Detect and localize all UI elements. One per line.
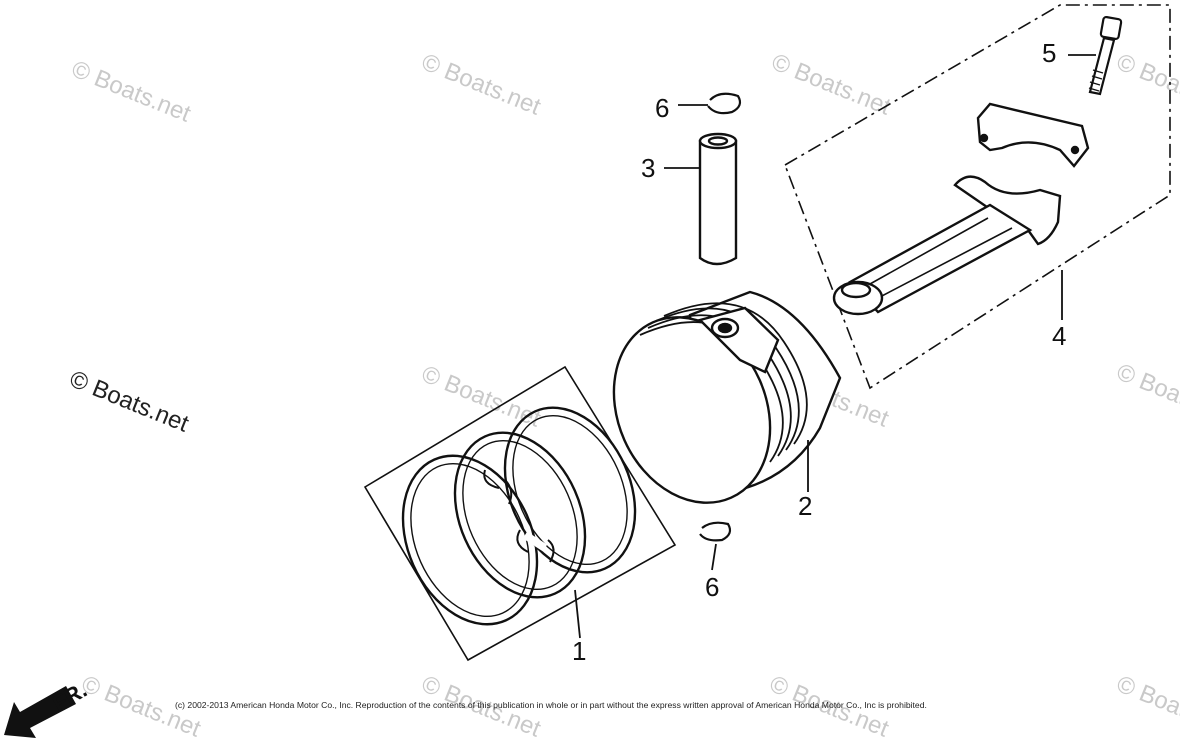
watermark: © Boats.net: [1113, 671, 1180, 743]
piston-rings-group-box: [363, 365, 677, 662]
oil-ring: [401, 454, 539, 626]
pin-bore-inner: [717, 322, 733, 334]
watermark: © Boats.net: [768, 49, 895, 121]
top-ring: [503, 406, 637, 574]
rod-cap: [976, 102, 1090, 168]
rod-bolt: [1088, 15, 1123, 96]
pin-end-top-bore: [707, 136, 729, 146]
bolt-thread: [1088, 69, 1104, 92]
callout-2: 2: [798, 491, 812, 521]
callout-6-bottom: 6: [705, 572, 719, 602]
top-ring-inner: [512, 414, 628, 566]
bolt-shank: [1088, 36, 1116, 96]
cap-bolt-hole: [979, 133, 989, 143]
ring-gap-ends: [516, 529, 555, 563]
rod-big-end: [953, 175, 1062, 246]
pin-clip-bottom: [699, 521, 732, 542]
second-ring: [453, 431, 587, 599]
ring-gap: [522, 531, 548, 552]
connecting-rod: [832, 102, 1090, 316]
piston-crown: [612, 316, 772, 504]
pin-clip-top: [707, 92, 742, 115]
leader-6-bottom: [711, 543, 717, 571]
ring-groove: [663, 302, 808, 445]
leader-1: [574, 589, 581, 639]
front-arrow-icon: [4, 686, 76, 738]
piston-rings: [401, 406, 637, 626]
second-ring-inner: [462, 439, 578, 591]
watermark: © Boats.net: [68, 56, 195, 128]
watermark: © Boats.net: [1113, 359, 1180, 431]
callout-6-top: 6: [655, 93, 669, 123]
rod-small-end-bore: [840, 281, 872, 299]
callout-3: 3: [641, 153, 655, 183]
connecting-rod-group-box: [784, 4, 1171, 390]
piston: [612, 290, 842, 504]
pin-body: [698, 139, 738, 266]
cap-bolt-hole: [1070, 145, 1080, 155]
watermark: © Boats.net: [418, 49, 545, 121]
callout-5: 5: [1042, 38, 1056, 68]
watermark-prominent: © Boats.net: [66, 366, 193, 438]
callout-4: 4: [1052, 321, 1066, 351]
bolt-head: [1099, 15, 1123, 41]
oil-ring-inner: [410, 462, 530, 618]
copyright-notice: (c) 2002-2013 American Honda Motor Co., …: [175, 700, 927, 710]
front-indicator: FR.: [4, 677, 91, 738]
rod-shank-rib: [869, 217, 1013, 299]
leader-lines: [574, 54, 1096, 639]
ring-gap-ends: [483, 469, 513, 505]
watermark: © Boats.net: [418, 361, 545, 433]
callout-1: 1: [572, 636, 586, 666]
piston-pin: [698, 132, 738, 266]
